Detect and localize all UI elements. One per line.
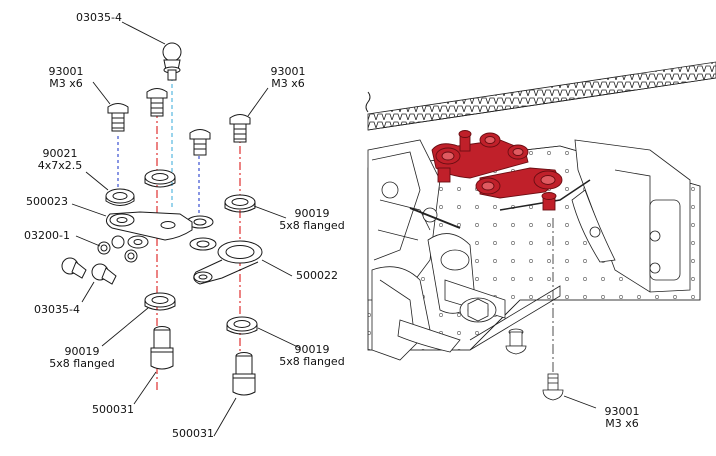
label-part-number: 93001 bbox=[604, 405, 640, 418]
leader-lines bbox=[71, 21, 301, 437]
leader-l8 bbox=[253, 205, 287, 219]
label-post-left: 500031 bbox=[92, 404, 134, 416]
bearing-center-mid bbox=[186, 215, 214, 229]
label-part-number: 03035-4 bbox=[76, 11, 122, 24]
screw-center bbox=[189, 129, 211, 156]
leader-l1 bbox=[121, 21, 166, 45]
bearing-90019-left-lower bbox=[144, 292, 176, 311]
label-part-spec: 5x8 flanged bbox=[49, 357, 115, 370]
leader-l2 bbox=[92, 81, 111, 105]
leader-l3 bbox=[247, 87, 269, 117]
front-suspension bbox=[367, 139, 441, 361]
arm-500023 bbox=[106, 211, 193, 249]
leader-l10 bbox=[101, 307, 149, 347]
label-part-number: 90021 bbox=[42, 147, 78, 160]
label-bearing-right-upper: 90019 5x8 flanged bbox=[276, 208, 348, 232]
label-part-spec: M3 x6 bbox=[605, 417, 639, 430]
label-part-spec: M3 x6 bbox=[49, 77, 83, 90]
leader-l12 bbox=[133, 371, 157, 405]
leader-l11 bbox=[257, 327, 301, 349]
label-bearing-90021: 90021 4x7x2.5 bbox=[30, 148, 90, 172]
leader-l13 bbox=[213, 397, 237, 437]
leader-l7 bbox=[81, 281, 95, 303]
label-part-number: 90019 bbox=[64, 345, 100, 358]
label-part-spec: 4x7x2.5 bbox=[37, 159, 83, 172]
leader-l14 bbox=[563, 395, 597, 409]
screw-right-top bbox=[229, 114, 251, 143]
label-part-number: 500031 bbox=[172, 427, 214, 440]
label-post-right: 500031 bbox=[172, 428, 214, 440]
label-part-number: 03035-4 bbox=[34, 303, 80, 316]
screw-left-top bbox=[107, 103, 129, 132]
label-arm-500023: 500023 bbox=[26, 196, 68, 208]
leader-l4 bbox=[85, 171, 109, 191]
leader-l6 bbox=[75, 235, 101, 247]
label-bearing-right-lower: 90019 5x8 flanged bbox=[276, 344, 348, 368]
bearing-top-center bbox=[144, 169, 176, 188]
ball-stud-group bbox=[61, 235, 138, 285]
label-part-spec: M3 x6 bbox=[271, 77, 305, 90]
label-ball-stud-top: 03035-4 bbox=[76, 12, 122, 24]
label-screw-assembled: 93001 M3 x6 bbox=[596, 406, 648, 430]
steering-knuckle bbox=[397, 233, 506, 353]
label-part-number: 90019 bbox=[294, 207, 330, 220]
servo-housing bbox=[571, 139, 691, 293]
screw-mid-top bbox=[146, 88, 168, 117]
ball-stud-top bbox=[162, 42, 182, 81]
label-ball-stud-03200: 03200-1 bbox=[24, 230, 70, 242]
label-ball-stud-lower: 03035-4 bbox=[34, 304, 80, 316]
bearing-center-lower bbox=[189, 237, 217, 251]
belt bbox=[367, 61, 716, 131]
bearing-90019-right-lower bbox=[226, 316, 258, 335]
post-500031-left bbox=[150, 326, 174, 370]
label-part-spec: 5x8 flanged bbox=[279, 219, 345, 232]
label-part-number: 93001 bbox=[270, 65, 306, 78]
label-part-number: 90019 bbox=[294, 343, 330, 356]
label-part-number: 500022 bbox=[296, 269, 338, 282]
bearing-90019-right-upper bbox=[224, 194, 256, 213]
bearing-90021 bbox=[105, 188, 135, 206]
servo-saver-highlight bbox=[431, 130, 563, 211]
label-bearing-left-lower: 90019 5x8 flanged bbox=[46, 346, 118, 370]
arm-500022 bbox=[193, 240, 263, 285]
exploded-view bbox=[61, 21, 301, 437]
break-line bbox=[365, 91, 371, 113]
label-part-number: 93001 bbox=[48, 65, 84, 78]
label-screw-left: 93001 M3 x6 bbox=[40, 66, 92, 90]
leader-l5 bbox=[71, 203, 107, 217]
post-500031-right bbox=[232, 352, 256, 396]
assembled-view bbox=[365, 61, 716, 409]
label-screw-right: 93001 M3 x6 bbox=[262, 66, 314, 90]
label-part-number: 03200-1 bbox=[24, 229, 70, 242]
label-part-spec: 5x8 flanged bbox=[279, 355, 345, 368]
leader-l9 bbox=[261, 259, 293, 277]
label-part-number: 500031 bbox=[92, 403, 134, 416]
label-arm-500022: 500022 bbox=[296, 270, 338, 282]
post-below bbox=[505, 328, 527, 355]
label-part-number: 500023 bbox=[26, 195, 68, 208]
screw-93001-right bbox=[542, 373, 564, 401]
